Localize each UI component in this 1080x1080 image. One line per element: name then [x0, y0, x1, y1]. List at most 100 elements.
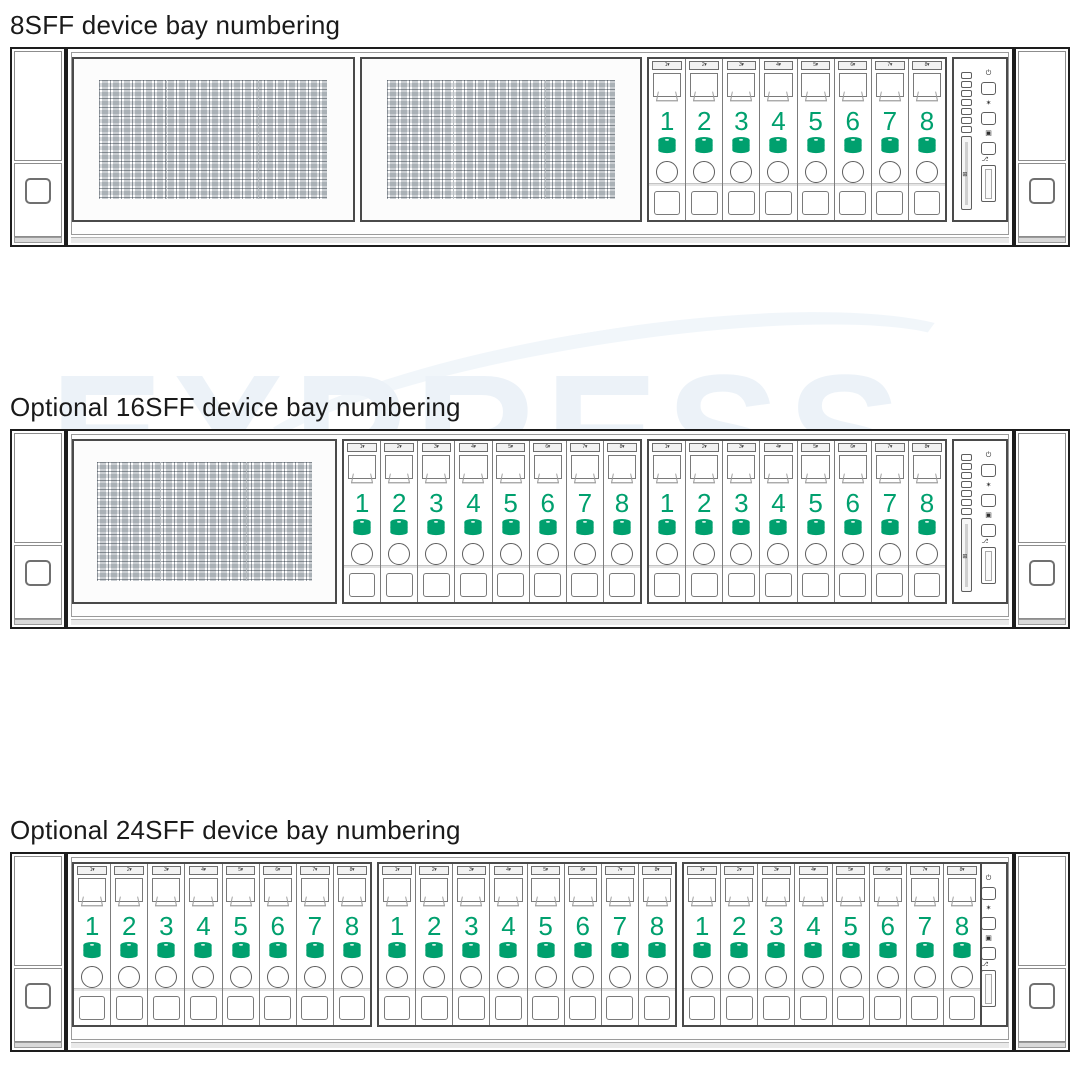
bay-latch-icon[interactable] [347, 455, 377, 479]
rack-ear-button[interactable] [1029, 560, 1055, 587]
control-panel[interactable]: ⏻✶▣⊞⎇ [952, 439, 1008, 604]
drive-bay[interactable]: 2▾2 [721, 864, 759, 1025]
bay-latch-icon[interactable] [690, 455, 719, 479]
bay-latch-icon[interactable] [838, 73, 867, 97]
drive-bay[interactable]: 3▾3 [453, 864, 491, 1025]
drive-bay[interactable]: 6▾6 [869, 864, 907, 1025]
drive-bay[interactable]: 7▾7 [296, 864, 334, 1025]
drive-bay[interactable]: 1▾1 [74, 864, 112, 1025]
drive-bay[interactable]: 2▾2 [686, 59, 724, 220]
drive-bay[interactable]: 3▾3 [723, 441, 761, 602]
drive-bay[interactable]: 3▾3 [758, 864, 796, 1025]
drive-bay[interactable]: 8▾8 [908, 441, 945, 602]
drive-bay[interactable]: 3▾3 [418, 441, 456, 602]
drive-bay[interactable]: 1▾1 [684, 864, 722, 1025]
power-button[interactable] [981, 887, 997, 901]
drive-bay[interactable]: 7▾7 [906, 864, 944, 1025]
bay-latch-icon[interactable] [115, 878, 144, 902]
bay-latch-icon[interactable] [531, 878, 560, 902]
rack-ear-right[interactable] [1014, 429, 1070, 629]
rack-ear-left[interactable] [10, 47, 66, 247]
drive-bay[interactable]: 7▾7 [871, 59, 909, 220]
drive-bay[interactable]: 5▾5 [797, 441, 835, 602]
bay-latch-icon[interactable] [873, 878, 902, 902]
bay-latch-icon[interactable] [337, 878, 367, 902]
bay-latch-icon[interactable] [385, 455, 414, 479]
drive-bay[interactable]: 5▾5 [527, 864, 565, 1025]
bay-latch-icon[interactable] [607, 455, 637, 479]
power-button[interactable] [981, 464, 997, 478]
rack-ear-button[interactable] [25, 560, 51, 587]
bay-latch-icon[interactable] [152, 878, 181, 902]
bay-latch-icon[interactable] [494, 878, 523, 902]
bay-latch-icon[interactable] [420, 878, 449, 902]
drive-bay[interactable]: 4▾4 [185, 864, 223, 1025]
bay-latch-icon[interactable] [875, 73, 904, 97]
bay-latch-icon[interactable] [912, 73, 942, 97]
uid-button[interactable] [981, 112, 997, 126]
drive-bay[interactable]: 4▾4 [795, 864, 833, 1025]
drive-bay[interactable]: 2▾2 [686, 441, 724, 602]
bay-latch-icon[interactable] [652, 73, 682, 97]
drive-bay[interactable]: 1▾1 [649, 59, 687, 220]
drive-bay[interactable]: 3▾3 [148, 864, 186, 1025]
drive-bay[interactable]: 7▾7 [871, 441, 909, 602]
bay-latch-icon[interactable] [762, 878, 791, 902]
bay-latch-icon[interactable] [912, 455, 942, 479]
usb-port[interactable] [981, 547, 997, 585]
drive-bay[interactable]: 2▾2 [111, 864, 149, 1025]
drive-bay[interactable]: 8▾8 [603, 441, 640, 602]
drive-bay[interactable]: 6▾6 [529, 441, 567, 602]
bay-latch-icon[interactable] [690, 73, 719, 97]
bay-latch-icon[interactable] [801, 455, 830, 479]
power-button[interactable] [981, 82, 997, 96]
drive-bay[interactable]: 4▾4 [455, 441, 493, 602]
drive-bay[interactable]: 7▾7 [566, 441, 604, 602]
bay-latch-icon[interactable] [226, 878, 255, 902]
rack-ear-left[interactable] [10, 429, 66, 629]
bay-latch-icon[interactable] [496, 455, 525, 479]
rack-ear-right[interactable] [1014, 852, 1070, 1052]
drive-bay[interactable]: 6▾6 [259, 864, 297, 1025]
rack-ear-left[interactable] [10, 852, 66, 1052]
bay-latch-icon[interactable] [605, 878, 634, 902]
rack-ear-right[interactable] [1014, 47, 1070, 247]
health-button[interactable] [981, 142, 997, 156]
bay-latch-icon[interactable] [568, 878, 597, 902]
service-slot[interactable] [961, 136, 973, 211]
drive-bay[interactable]: 6▾6 [834, 441, 872, 602]
bay-latch-icon[interactable] [727, 73, 756, 97]
service-slot[interactable] [961, 518, 973, 593]
bay-latch-icon[interactable] [801, 73, 830, 97]
bay-latch-icon[interactable] [764, 455, 793, 479]
rack-ear-button[interactable] [1029, 983, 1055, 1010]
bay-latch-icon[interactable] [533, 455, 562, 479]
health-button[interactable] [981, 524, 997, 538]
bay-latch-icon[interactable] [263, 878, 292, 902]
drive-bay[interactable]: 2▾2 [416, 864, 454, 1025]
bay-latch-icon[interactable] [836, 878, 865, 902]
drive-bay[interactable]: 3▾3 [723, 59, 761, 220]
rack-ear-button[interactable] [25, 178, 51, 205]
drive-bay[interactable]: 8▾8 [943, 864, 980, 1025]
bay-latch-icon[interactable] [189, 878, 218, 902]
drive-bay[interactable]: 2▾2 [381, 441, 419, 602]
usb-port[interactable] [981, 970, 997, 1008]
bay-latch-icon[interactable] [764, 73, 793, 97]
drive-bay[interactable]: 8▾8 [638, 864, 675, 1025]
drive-bay[interactable]: 4▾4 [760, 441, 798, 602]
drive-bay[interactable]: 1▾1 [344, 441, 382, 602]
bay-latch-icon[interactable] [799, 878, 828, 902]
bay-latch-icon[interactable] [652, 455, 682, 479]
bay-latch-icon[interactable] [459, 455, 488, 479]
bay-latch-icon[interactable] [382, 878, 412, 902]
drive-bay[interactable]: 6▾6 [834, 59, 872, 220]
drive-bay[interactable]: 5▾5 [222, 864, 260, 1025]
uid-button[interactable] [981, 917, 997, 931]
bay-latch-icon[interactable] [947, 878, 977, 902]
drive-bay[interactable]: 7▾7 [601, 864, 639, 1025]
drive-bay[interactable]: 1▾1 [379, 864, 417, 1025]
bay-latch-icon[interactable] [77, 878, 107, 902]
rack-ear-button[interactable] [25, 983, 51, 1010]
drive-bay[interactable]: 5▾5 [832, 864, 870, 1025]
